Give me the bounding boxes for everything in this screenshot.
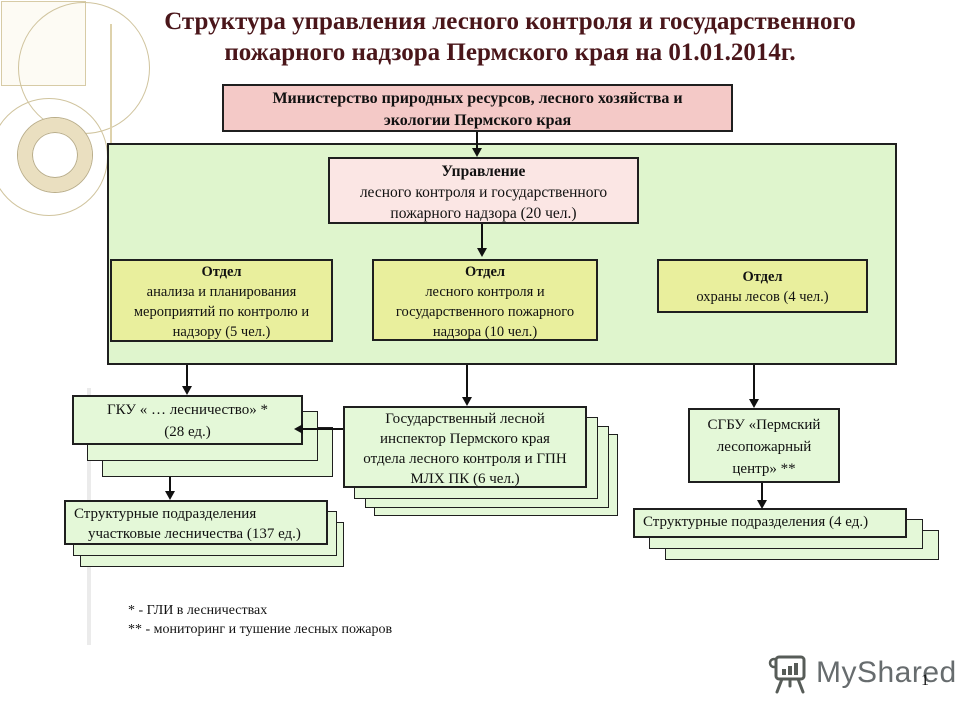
sgbu-line: центр» **: [732, 461, 796, 477]
inspector-box: Государственный лесной инспектор Пермско…: [343, 406, 587, 488]
subdivisions-left-box: Структурные подразделения участковые лес…: [64, 500, 328, 545]
directorate-line2: пожарного надзора (20 чел.): [390, 205, 577, 222]
connector-arrow: [165, 491, 175, 500]
connector-line: [466, 365, 468, 397]
connector-arrow: [182, 386, 192, 395]
department-line: надзору (5 чел.): [172, 324, 271, 340]
subdivisions-left-line: Структурные подразделения: [74, 506, 257, 522]
directorate-box: Управление лесного контроля и государств…: [328, 157, 639, 224]
department-heading: Отдел: [464, 264, 506, 280]
connector-arrow: [462, 397, 472, 406]
page-title-line2: пожарного надзора Пермского края на 01.0…: [224, 39, 796, 66]
myshared-brand-text: MyShared: [816, 656, 957, 689]
connector-line: [476, 132, 478, 149]
connector-arrow: [472, 148, 482, 157]
inspector-line: инспектор Пермского края: [380, 431, 550, 447]
department-heading: Отдел: [201, 264, 242, 280]
department-line: охраны лесов (4 чел.): [696, 289, 829, 305]
department-heading: Отдел: [742, 269, 783, 285]
connector-line: [186, 365, 188, 386]
connector-arrow: [477, 248, 487, 257]
decor-vertical-line: [110, 24, 112, 143]
gku-line2: (28 ед.): [164, 424, 211, 440]
myshared-logo[interactable]: MyShared: [768, 650, 957, 696]
connector-line: [761, 483, 763, 500]
footnote: ** - мониторинг и тушение лесных пожаров: [128, 622, 393, 637]
ministry-line2: экологии Пермского края: [383, 112, 572, 129]
subdivisions-left-line: участковые лесничества (137 ед.): [88, 526, 301, 542]
connector-line: [481, 224, 483, 248]
sgbu-line: лесопожарный: [716, 439, 812, 455]
department-line: мероприятий по контролю и: [133, 304, 310, 320]
flipchart-icon: [768, 655, 806, 694]
subdivisions-right-box: Структурные подразделения (4 ед.): [633, 508, 907, 538]
inspector-line: Государственный лесной: [385, 411, 545, 427]
ministry-line1: Министерство природных ресурсов, лесного…: [272, 90, 683, 107]
decor-ring: [18, 118, 92, 192]
department-line: государственного пожарного: [395, 304, 575, 320]
connector-line: [169, 477, 171, 491]
sgbu-line: СГБУ «Пермский: [707, 417, 821, 433]
subdivisions-right-line: Структурные подразделения (4 ед.): [643, 514, 869, 530]
gku-line1: ГКУ « … лесничество» *: [107, 402, 268, 418]
department-box-analysis: Отдел анализа и планирования мероприятий…: [110, 259, 333, 342]
page-title-line1: Структура управления лесного контроля и …: [164, 8, 856, 35]
page-number: 1: [921, 672, 929, 689]
inspector-line: МЛХ ПК (6 чел.): [410, 471, 520, 487]
connector-arrow: [294, 424, 303, 434]
connector-arrow: [749, 399, 759, 408]
footnotes: * - ГЛИ в лесничествах ** - мониторинг и…: [128, 601, 392, 639]
department-line: надзора (10 чел.): [432, 324, 538, 340]
page-title: Структура управления лесного контроля и …: [100, 6, 920, 68]
directorate-heading: Управление: [441, 163, 526, 180]
department-line: анализа и планирования: [146, 284, 297, 300]
inspector-line: отдела лесного контроля и ГПН: [363, 451, 567, 467]
department-line: лесного контроля и: [425, 284, 545, 300]
gku-box: ГКУ « … лесничество» * (28 ед.): [72, 395, 303, 445]
sgbu-box: СГБУ «Пермский лесопожарный центр» **: [688, 408, 840, 483]
ministry-box: Министерство природных ресурсов, лесного…: [222, 84, 733, 132]
connector-line: [753, 365, 755, 399]
footnote: * - ГЛИ в лесничествах: [128, 603, 268, 618]
connector-line: [303, 428, 343, 430]
department-box-forest-protection: Отдел охраны лесов (4 чел.): [657, 259, 868, 313]
connector-arrow: [757, 500, 767, 509]
directorate-line1: лесного контроля и государственного: [359, 184, 608, 201]
department-box-forest-control: Отдел лесного контроля и государственног…: [372, 259, 598, 341]
